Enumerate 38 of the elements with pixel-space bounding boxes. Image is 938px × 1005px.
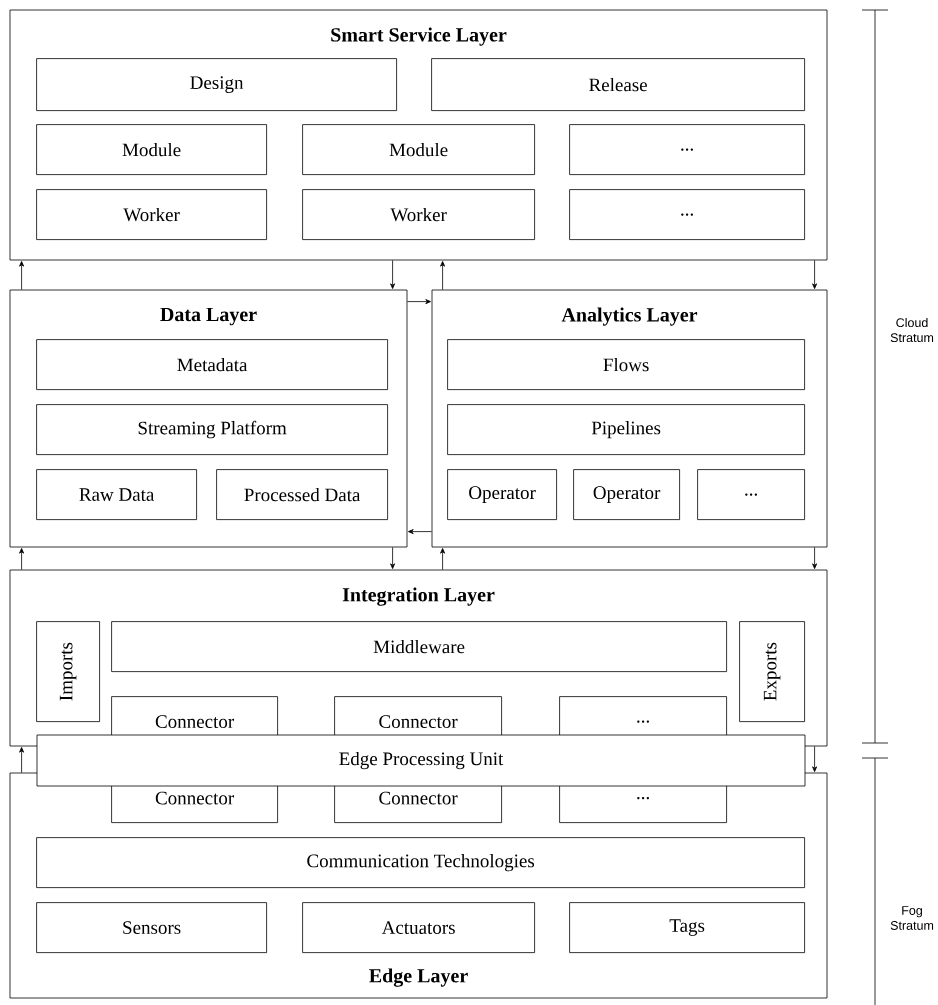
component-box: Exports: [739, 621, 805, 722]
arrow: [812, 547, 818, 569]
component-box: Processed Data: [216, 469, 388, 520]
arrow: [390, 547, 396, 569]
component-box: Module: [36, 124, 267, 175]
component-box: Flows: [447, 339, 805, 390]
component-box: Pipelines: [447, 404, 805, 455]
arrow: [812, 746, 818, 772]
arrow: [390, 260, 396, 289]
component-box: ...: [569, 124, 805, 175]
component-box: Communication Technologies: [36, 837, 805, 888]
component-box: ...: [697, 469, 805, 520]
component-box: Middleware: [111, 621, 727, 672]
component-box: Operator: [573, 469, 680, 520]
arrow: [408, 529, 432, 535]
component-box: Streaming Platform: [36, 404, 388, 455]
component-box: Imports: [36, 621, 100, 722]
arrow: [407, 299, 431, 305]
component-box: Raw Data: [36, 469, 197, 520]
arrow: [19, 548, 25, 570]
component-box: Metadata: [36, 339, 388, 390]
component-box: Sensors: [36, 902, 267, 953]
arrow: [19, 261, 25, 290]
stratum-label: Fog Stratum: [885, 905, 938, 931]
component-box: ...: [569, 189, 805, 240]
component-box: Tags: [569, 902, 805, 953]
component-box: Design: [36, 58, 397, 111]
component-box: Operator: [447, 469, 557, 520]
component-box: Worker: [36, 189, 267, 240]
arrow: [440, 548, 446, 570]
component-box: Release: [431, 58, 805, 111]
arrow: [812, 260, 818, 289]
component-box: Actuators: [302, 902, 535, 953]
component-box: Module: [302, 124, 535, 175]
arrow: [19, 747, 25, 773]
stratum-label: Cloud Stratum: [885, 316, 938, 344]
arrow: [440, 261, 446, 290]
component-box: Worker: [302, 189, 535, 240]
